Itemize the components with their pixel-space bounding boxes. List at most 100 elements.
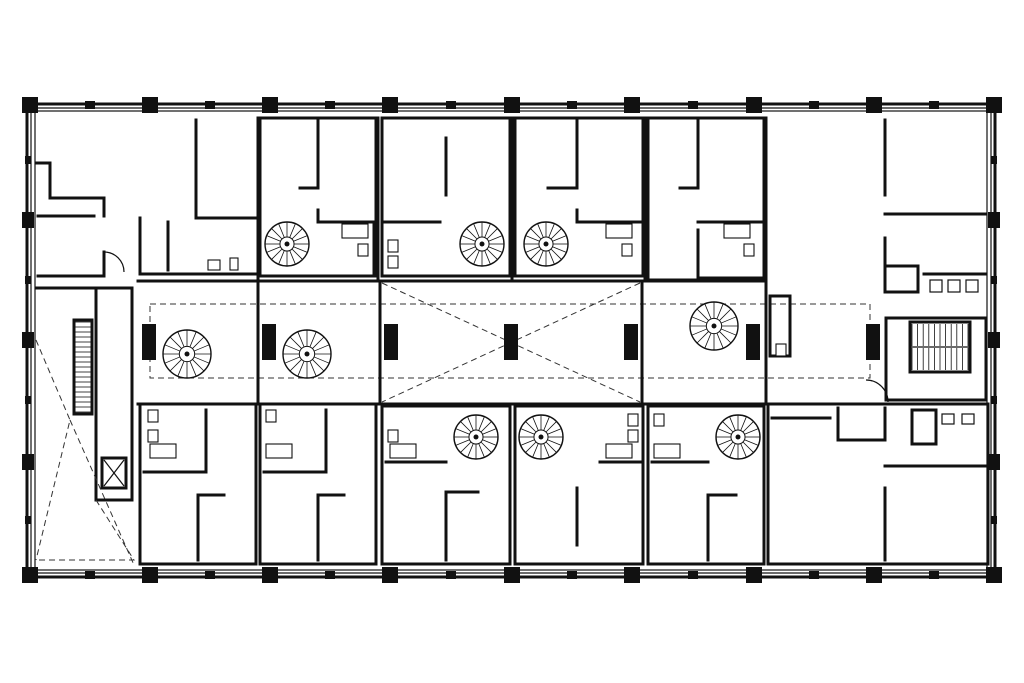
bathtub [265,443,293,459]
partition [142,408,208,474]
mullion [688,101,698,109]
toilet [387,239,399,253]
spiral-stair [264,221,310,267]
column [986,567,1002,583]
core-block [624,324,638,360]
unit-lower-3 [380,404,512,566]
elevator-cross [103,459,125,487]
corridor-core-blocks [142,324,880,360]
wc-fixture [775,343,787,357]
spiral-stair [453,414,499,460]
mullion [809,571,819,579]
column [142,567,158,583]
toilet [621,243,633,257]
partition [883,236,920,294]
sink [387,255,399,269]
toilet [357,243,369,257]
column [746,567,762,583]
column [746,97,762,113]
glass-atrium-line [35,339,71,561]
mullion [809,101,819,109]
wc-fixture [961,413,975,425]
unit-upper-1 [258,116,378,278]
bathtub [149,443,177,459]
mullion [25,276,31,284]
partition [678,118,700,190]
column [22,332,34,348]
partition [575,208,642,224]
elevator [100,456,128,490]
stair-hall [34,286,134,502]
column [988,212,1000,228]
partition [138,216,257,276]
column [382,567,398,583]
partition [196,493,226,562]
spiral-stair [162,329,212,379]
mullion [205,101,215,109]
column [866,97,882,113]
mullion [85,571,95,579]
spiral-stair [689,301,739,351]
toilet [265,409,277,423]
unit-upper-4 [646,116,766,282]
mullion [688,571,698,579]
partition [696,228,764,280]
partition [262,408,328,474]
main-stair-treads [910,324,970,370]
core-block [262,324,276,360]
sink [147,429,159,443]
column [866,567,882,583]
column [22,567,38,583]
mullion [25,396,31,404]
toilet [627,413,639,427]
mullion [567,571,577,579]
column [986,97,1002,113]
spiral-stair [282,329,332,379]
column [262,97,278,113]
bathroom-fixtures [147,223,755,459]
core-block [504,324,518,360]
toilet [229,257,239,271]
bathtub [341,223,369,239]
mullion [325,101,335,109]
ramp-stair-treads [75,321,91,413]
mullion [991,396,997,404]
door-swing [103,251,125,273]
core-block [866,324,880,360]
mullion [25,156,31,164]
wc-fixture [929,279,943,293]
unit-lower-4 [513,404,645,566]
unit-lower-1 [138,402,258,566]
column [142,97,158,113]
core-block [142,324,156,360]
column [22,212,34,228]
unit-upper-2 [380,116,512,278]
bathtub [723,223,751,239]
glass-atrium-line [38,499,135,561]
sink [627,429,639,443]
partition [706,493,738,562]
column [504,97,520,113]
spiral-stair [523,221,569,267]
mullion [85,101,95,109]
wc-fixture [965,279,979,293]
sink [207,259,221,271]
spiral-stairs [162,221,761,460]
bathtub [653,443,681,459]
storage-room [910,408,938,446]
mullion [446,101,456,109]
unit-lower-5 [646,404,766,566]
bathtub [605,223,633,239]
column [22,97,38,113]
core-block [384,324,398,360]
partition [194,118,257,220]
column [624,97,640,113]
upper-units [138,116,768,406]
column [988,454,1000,470]
mullion [991,516,997,524]
wc-fixture [947,279,961,293]
mullion [929,571,939,579]
wc-fixture [941,413,955,425]
bathtub [605,443,633,459]
